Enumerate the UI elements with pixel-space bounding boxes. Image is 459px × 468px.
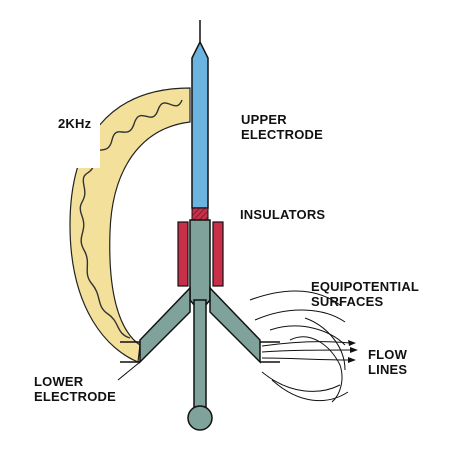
frequency-label: 2KHz — [58, 116, 92, 131]
equipotential-label-line1: EQUIPOTENTIAL — [311, 279, 420, 294]
upper-electrode — [191, 40, 209, 209]
equipotential-label-line2: SURFACES — [311, 294, 384, 309]
upper-electrode-label-line2: ELECTRODE — [241, 127, 323, 142]
coil-winding — [79, 99, 183, 339]
flow-arrowheads — [348, 340, 358, 363]
flow-lines-label-line1: FLOW — [368, 347, 408, 362]
insulator-left — [177, 221, 189, 287]
lower-electrode-label-line1: LOWER — [34, 374, 84, 389]
insulator-right — [212, 221, 224, 287]
lower-electrode-leader — [117, 361, 141, 381]
insulator-cap — [191, 207, 209, 221]
equipotential-lines — [249, 290, 349, 403]
lower-electrode-arm-left — [139, 286, 191, 364]
electrode-stem — [193, 299, 207, 411]
flow-lines — [261, 341, 353, 361]
frequency-panel — [22, 100, 100, 168]
flow-lines-label-line2: LINES — [368, 362, 408, 377]
electrode-bulb — [187, 405, 213, 431]
upper-electrode-label-line1: UPPER — [241, 112, 287, 127]
lower-electrode-label-line2: ELECTRODE — [34, 389, 116, 404]
lower-electrode-body — [189, 219, 211, 314]
insulators-label: INSULATORS — [240, 207, 326, 222]
